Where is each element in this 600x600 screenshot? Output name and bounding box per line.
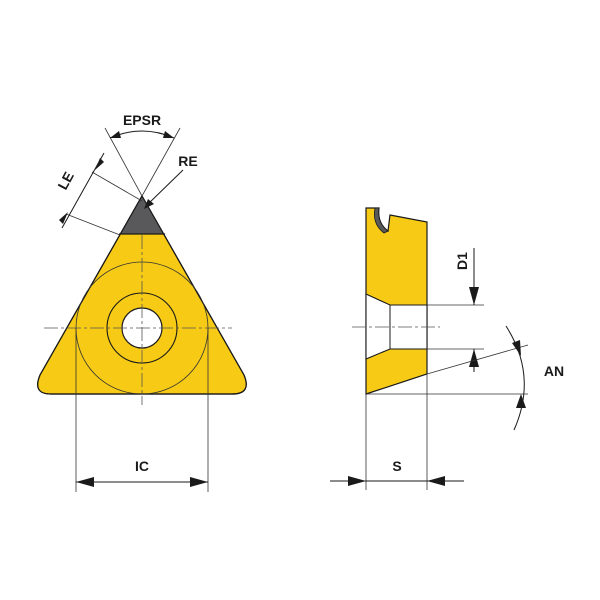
label-epsr: EPSR [123,112,161,128]
le-extension-top [91,171,143,202]
insert-top-view [37,194,247,405]
ic-arrow-right [190,477,208,487]
s-arrow-left [348,476,366,486]
re-arrow [144,199,154,209]
d1-arrow-bottom [469,349,479,367]
s-dimension [330,374,464,490]
label-le: LE [54,169,77,192]
an-flank-line [426,344,529,375]
d1-dimension [427,248,484,372]
insert-side-view [352,207,440,395]
label-s: S [392,458,401,474]
an-arrow-bottom [516,394,526,408]
side-view-chipbreaker [374,207,389,234]
le-extension-bottom [65,213,121,236]
label-re: RE [178,153,197,169]
corner-dimensions [59,127,184,236]
an-arrow-top [512,340,521,356]
label-d1: D1 [454,252,470,270]
epsr-line-left [104,127,143,197]
ic-arrow-left [76,477,94,487]
le-arrow-bottom [59,212,68,224]
an-arc [505,325,525,431]
ic-dimension [75,328,209,492]
an-dimension [366,325,529,431]
epsr-arrow-right [163,131,174,138]
epsr-arrow-left [110,131,121,138]
epsr-line-right [141,127,181,197]
s-arrow-right [427,476,445,486]
label-an: AN [544,363,564,379]
d1-arrow-top [469,287,479,305]
le-arrow-top [95,158,104,170]
re-leader-line [145,169,184,207]
label-ic: IC [135,458,149,474]
